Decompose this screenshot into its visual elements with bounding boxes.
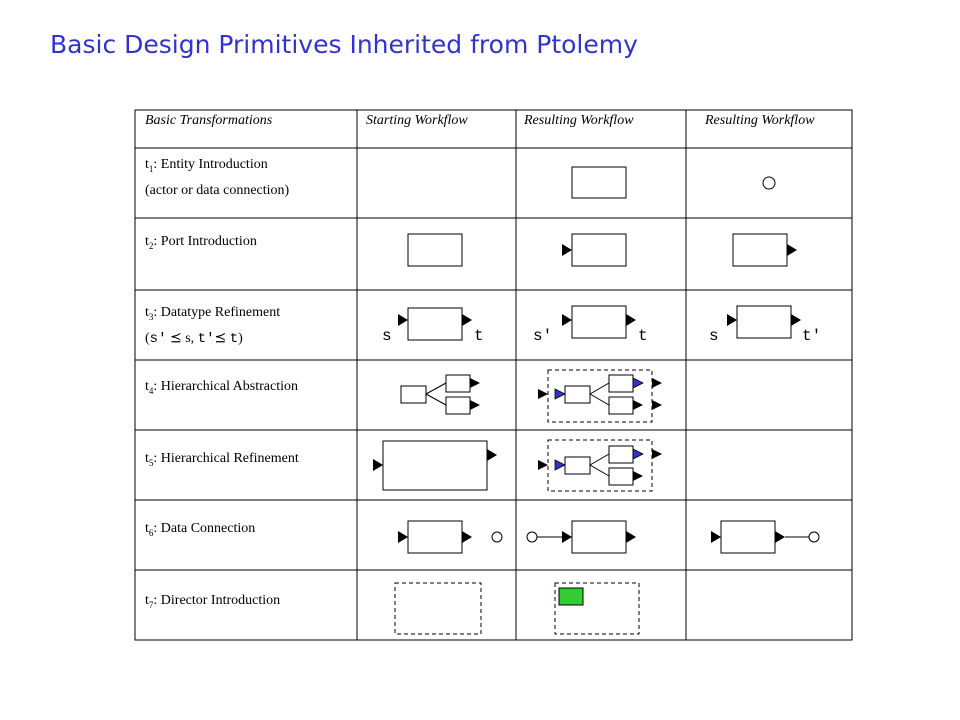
row-t4-result-composite	[538, 369, 662, 423]
page-title: Basic Design Primitives Inherited from P…	[50, 30, 638, 59]
type-label-s: s	[709, 327, 719, 345]
type-label-t: t	[474, 327, 484, 345]
row-t1-result-relation	[762, 176, 776, 190]
row-t4-start-subworkflow	[400, 374, 480, 415]
row-t2-start-actor	[407, 233, 463, 267]
row-t2-result-input-port	[562, 233, 627, 267]
row-t6-result-output-connection	[711, 520, 820, 554]
row-label-t3: t3: Datatype Refinement (s' ⪯ s, t'⪯ t)	[145, 305, 281, 347]
row-t3-result-refined-output: s t'	[709, 305, 821, 345]
header-starting-workflow: Starting Workflow	[366, 113, 468, 128]
header-basic-transformations: Basic Transformations	[145, 113, 273, 128]
row-label-t5: t5: Hierarchical Refinement	[145, 451, 299, 468]
refinement-condition: (s' ⪯ s, t'⪯ t)	[145, 330, 243, 347]
row-t3-result-refined-input: s' t	[533, 305, 648, 345]
type-label-s: s	[382, 327, 392, 345]
row-label-t4: t4: Hierarchical Abstraction	[145, 379, 298, 396]
type-label-t-prime: t'	[802, 327, 821, 345]
header-resulting-workflow-2: Resulting Workflow	[705, 113, 815, 128]
row-t1-result-actor	[571, 166, 627, 199]
row-t6-start	[398, 520, 503, 554]
table-grid	[134, 109, 853, 641]
row-t6-result-input-connection	[526, 520, 636, 554]
row-label-t1: t1: Entity Introduction (actor or data c…	[145, 157, 290, 198]
row-t5-result-refined	[538, 439, 662, 492]
row-t3-start: s t	[382, 307, 484, 345]
row-t7-start-workflow	[394, 582, 482, 635]
type-label-t: t	[638, 327, 648, 345]
row-t7-result-director	[554, 582, 640, 635]
row-label-t6: t6: Data Connection	[145, 521, 256, 538]
row-t5-start-composite	[373, 440, 497, 491]
row-label-t2: t2: Port Introduction	[145, 234, 257, 251]
type-label-s-prime: s'	[533, 327, 552, 345]
header-resulting-workflow-1: Resulting Workflow	[524, 113, 634, 128]
row-t2-result-output-port	[732, 233, 797, 267]
row-label-t7: t7: Director Introduction	[145, 593, 281, 610]
